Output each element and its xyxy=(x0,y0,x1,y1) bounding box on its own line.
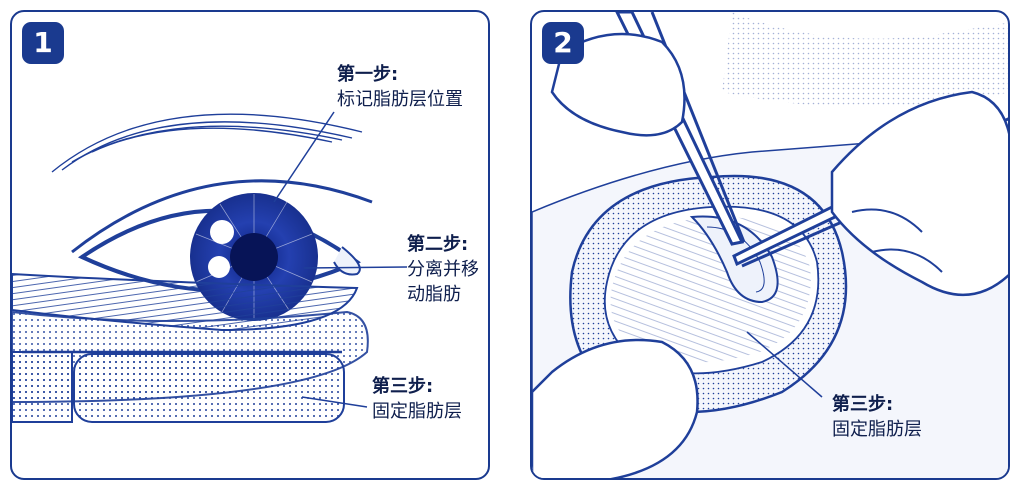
step3-label: 第三步: 固定脂肪层 xyxy=(832,392,922,442)
step2-title: 第二步: xyxy=(407,234,469,255)
pupil xyxy=(230,233,278,281)
bone-block xyxy=(73,353,345,423)
eye-highlight xyxy=(210,220,234,244)
eye-anatomy-illustration xyxy=(12,111,408,423)
leader-line-step1 xyxy=(273,111,335,203)
step1-description: 标记脂肪层位置 xyxy=(337,89,463,110)
step2-label: 第二步: 分离并移 动脂肪 xyxy=(407,232,479,307)
leader-line-step3 xyxy=(746,331,823,398)
step3-title: 第三步: xyxy=(372,376,434,397)
step-number-badge: 1 xyxy=(22,22,64,64)
upper-eyelid-crease xyxy=(71,179,373,254)
leader-line-step3 xyxy=(301,396,368,408)
eyebrow xyxy=(51,113,363,173)
step3-label: 第三步: 固定脂肪层 xyxy=(372,374,462,424)
step1-label: 第一步: 标记脂肪层位置 xyxy=(337,62,463,112)
step2-description-line2: 动脂肪 xyxy=(407,284,461,305)
step2-description-line1: 分离并移 xyxy=(407,259,479,280)
gloved-hand-right xyxy=(830,90,1008,297)
bone-block xyxy=(12,351,73,423)
step3-title: 第三步: xyxy=(832,394,894,415)
eye-highlight xyxy=(208,256,230,278)
gloved-hand-upper-left xyxy=(550,32,686,137)
step3-description: 固定脂肪层 xyxy=(832,419,922,440)
panel-1-eye-diagram: 1 第一步: 标记脂肪层位置 第二步: 分离并移 动脂肪 第三步: 固定脂肪层 xyxy=(10,10,490,480)
gloved-hand-lower-left xyxy=(532,338,699,478)
panel-2-surgery-diagram: 2 第三步: 固定脂肪层 xyxy=(530,10,1010,480)
step-number-badge: 2 xyxy=(542,22,584,64)
surgery-illustration xyxy=(532,12,1008,478)
step1-title: 第一步: xyxy=(337,64,399,85)
leader-line-step2 xyxy=(303,266,408,269)
step3-description: 固定脂肪层 xyxy=(372,401,462,422)
drape-shadow xyxy=(722,12,1008,107)
